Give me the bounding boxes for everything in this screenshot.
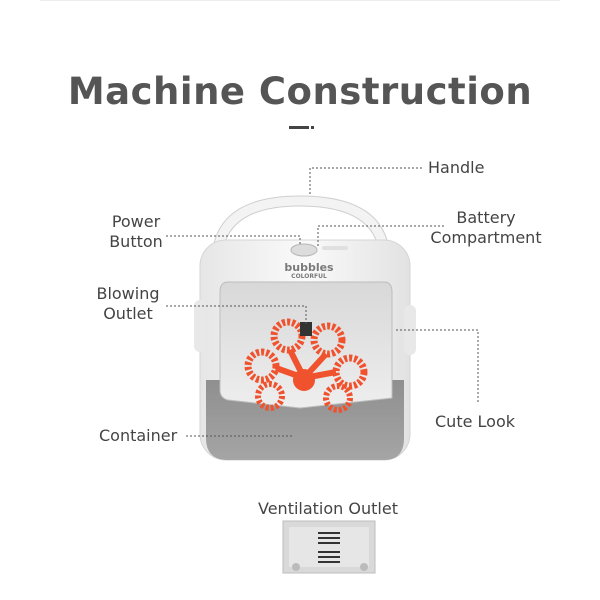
title-underline (289, 126, 309, 129)
page-title: Machine Construction (67, 70, 533, 113)
label-battery-compartment: Battery Compartment (424, 208, 548, 248)
brand-sub: COLORFUL (291, 273, 327, 280)
label-container: Container (99, 426, 178, 445)
brand-logo: bubbles COLORFUL (266, 262, 352, 280)
brand-name: bubbles (284, 261, 334, 274)
title-underline-dot (311, 126, 314, 129)
label-power-button: Power Button (100, 212, 172, 252)
callout-lines (166, 167, 479, 437)
label-power-line1: Power (111, 212, 161, 231)
label-ventilation-outlet: Ventilation Outlet (258, 499, 398, 518)
blowing-outlet (300, 322, 312, 336)
power-button (290, 243, 318, 257)
label-handle: Handle (428, 158, 485, 177)
label-blowing-line2: Outlet (103, 304, 153, 323)
label-blowing-line1: Blowing (96, 284, 160, 303)
label-battery-line1: Battery (456, 208, 516, 227)
label-power-line2: Button (109, 232, 163, 251)
label-cute-look: Cute Look (435, 412, 515, 431)
top-divider (40, 0, 560, 1)
vent-slots (318, 532, 340, 563)
label-blowing-outlet: Blowing Outlet (90, 284, 166, 324)
label-battery-line2: Compartment (430, 228, 542, 247)
